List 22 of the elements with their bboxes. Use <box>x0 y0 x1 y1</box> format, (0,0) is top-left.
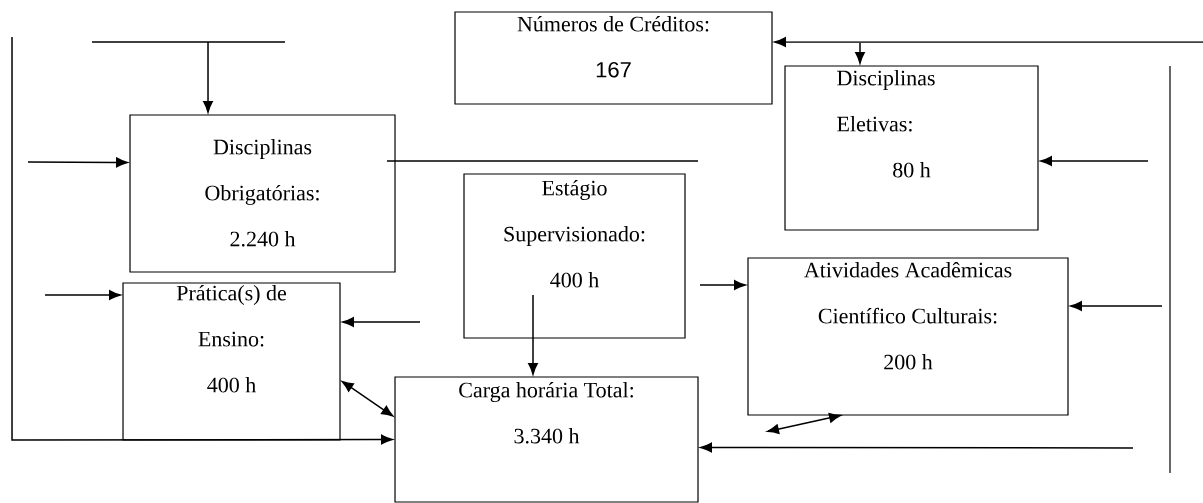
arrow <box>1040 156 1149 166</box>
text-box: Números de Créditos: 167 <box>454 11 773 105</box>
arrow <box>342 317 421 327</box>
double-arrow <box>767 413 841 434</box>
arrow <box>774 37 1203 47</box>
text-box: Disciplinas Eletivas: 80 h <box>784 65 1039 231</box>
arrow <box>11 36 393 445</box>
text-box: Carga horária Total: 3.340 h <box>394 376 699 503</box>
text-box: Atividades Acadêmicas Científico Culturais: 200 h <box>747 257 1069 416</box>
text-box: Prática(s) de Ensino: 400 h <box>122 282 341 441</box>
arrow <box>91 41 286 113</box>
arrow <box>700 442 1134 453</box>
arrow <box>528 294 538 375</box>
double-arrow <box>341 380 394 417</box>
arrow <box>1070 301 1163 311</box>
arrow <box>699 280 746 290</box>
text-box: Estágio Supervisionado: 400 h <box>463 173 686 339</box>
line <box>386 160 699 162</box>
text-box: Disciplinas Obrigatórias: 2.240 h <box>129 114 396 273</box>
arrow <box>27 157 128 168</box>
arrow <box>855 42 865 64</box>
arrow <box>44 290 121 300</box>
